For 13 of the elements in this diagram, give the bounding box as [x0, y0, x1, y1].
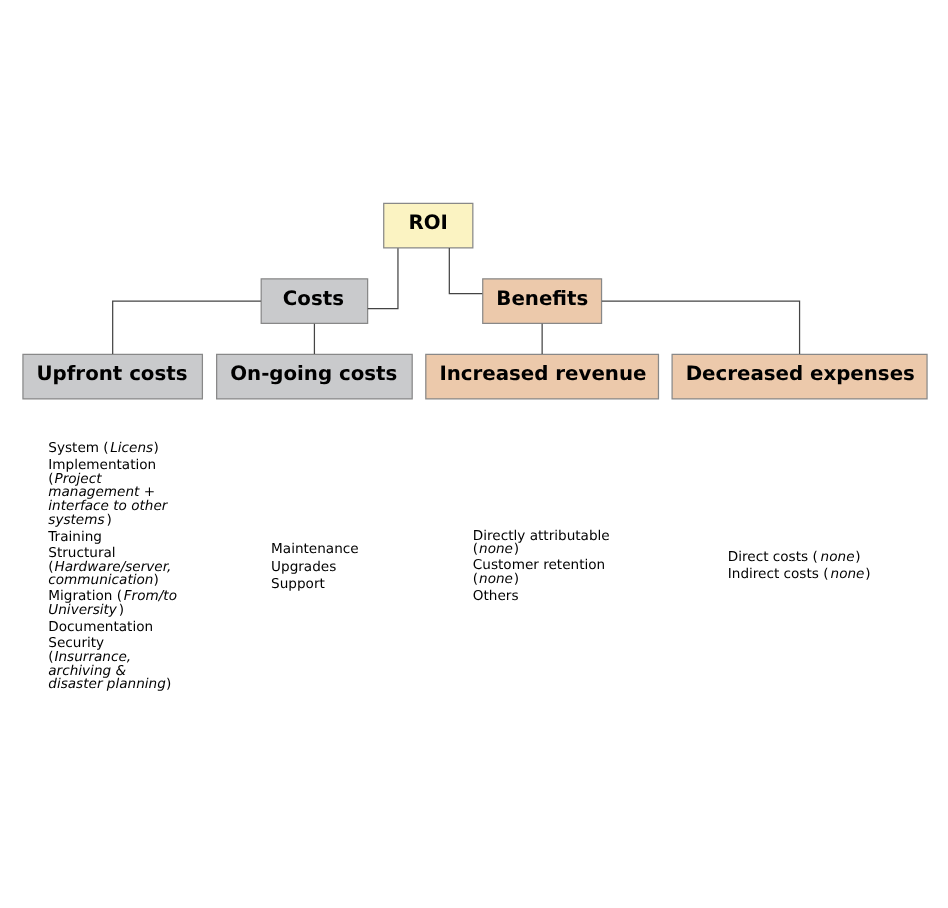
node-box: Increased revenue — [424, 353, 659, 400]
connector — [111, 300, 261, 355]
connector — [540, 323, 542, 355]
connector — [312, 323, 315, 355]
node-box: Benefits — [481, 278, 602, 325]
connector — [600, 300, 800, 355]
node-box: Upfront costs — [21, 353, 203, 400]
node-box: Costs — [259, 278, 368, 325]
node-box: ROI — [382, 202, 473, 249]
node-box: Decreased expenses — [670, 353, 927, 400]
node-box: On-going costs — [215, 353, 412, 400]
connector — [447, 247, 482, 295]
connector — [366, 247, 398, 310]
